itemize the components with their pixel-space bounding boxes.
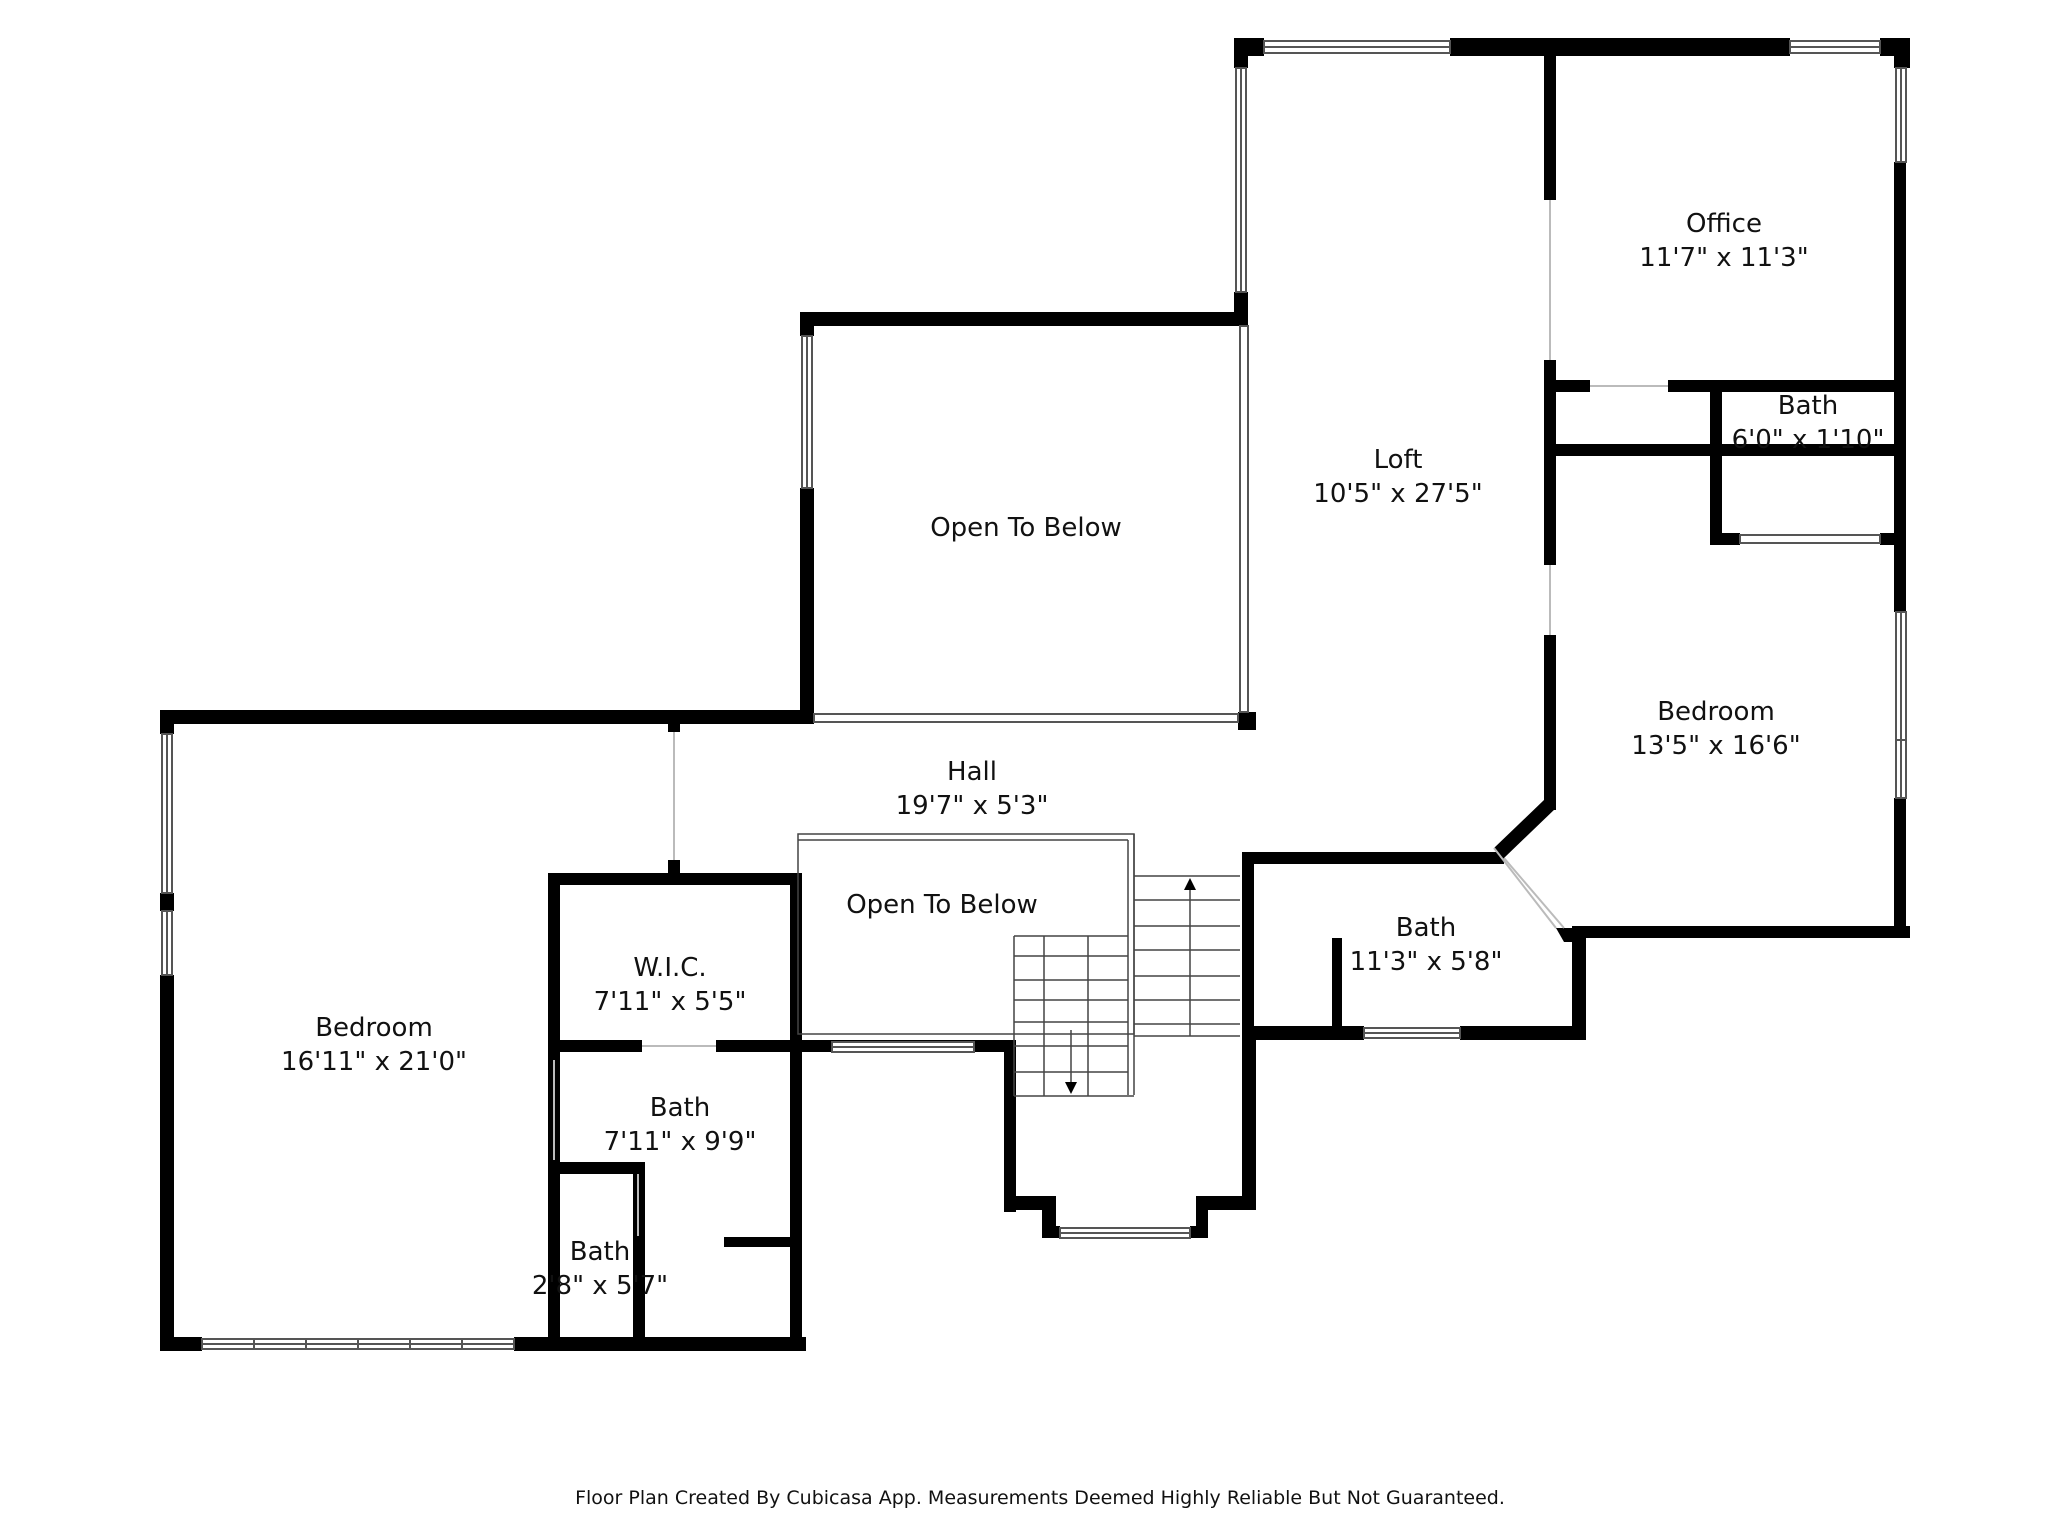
bath-small-name: Bath — [1778, 391, 1838, 421]
stair-arrows — [1065, 878, 1196, 1094]
loft-name: Loft — [1374, 445, 1423, 475]
wall — [548, 873, 798, 885]
window — [1739, 534, 1881, 544]
wall — [160, 975, 174, 1351]
doors — [553, 200, 1668, 1236]
wall — [1196, 1196, 1256, 1210]
wall — [1004, 1196, 1054, 1210]
walls — [160, 38, 1910, 1351]
wall — [1544, 50, 1556, 200]
window — [1239, 325, 1249, 713]
wall — [1450, 38, 1790, 56]
wall — [160, 893, 174, 911]
hall-name: Hall — [947, 757, 997, 787]
wall — [160, 1337, 202, 1351]
wall — [1004, 1040, 1016, 1212]
wall — [160, 710, 814, 724]
wall — [1550, 380, 1590, 392]
office-name: Office — [1686, 209, 1762, 239]
bath-right-dims: 11'3" x 5'8" — [1350, 947, 1503, 977]
bath-main-dims: 7'11" x 9'9" — [604, 1127, 757, 1157]
wall — [1460, 1026, 1586, 1040]
wall — [1710, 380, 1722, 545]
stair-arrow-up — [1184, 878, 1196, 890]
wall — [790, 873, 802, 1348]
open-to-below-stair-name: Open To Below — [846, 890, 1038, 920]
wall — [1550, 444, 1906, 456]
open-to-below-upper-name: Open To Below — [930, 513, 1122, 543]
wall — [1578, 926, 1910, 938]
wall — [1544, 635, 1556, 810]
wall — [514, 1337, 806, 1351]
wall — [1880, 533, 1906, 545]
stair-arrow-down — [1065, 1082, 1077, 1094]
wall — [1234, 38, 1248, 68]
wall — [1894, 38, 1910, 68]
wall — [724, 1237, 796, 1247]
wall — [800, 312, 1248, 326]
wall — [1242, 852, 1504, 864]
wall — [668, 710, 680, 732]
bedroom-left-dims: 16'11" x 21'0" — [281, 1047, 467, 1077]
wall — [554, 1040, 642, 1052]
wall — [800, 312, 814, 336]
wall — [554, 1162, 644, 1174]
wall — [1544, 360, 1556, 565]
bedroom-left-name: Bedroom — [315, 1013, 433, 1043]
wall — [1242, 852, 1254, 1048]
wall — [1042, 1226, 1060, 1238]
loft-dims: 10'5" x 27'5" — [1313, 479, 1482, 509]
wic-name: W.I.C. — [633, 953, 706, 983]
wall — [160, 710, 174, 734]
stairs — [797, 833, 1240, 1097]
wall — [1332, 938, 1342, 1038]
wall — [1494, 800, 1556, 858]
office-dims: 11'7" x 11'3" — [1639, 243, 1808, 273]
wall — [1242, 1026, 1256, 1210]
bath-small-dims: 6'0" x 1'10" — [1732, 425, 1885, 455]
wall — [1572, 926, 1586, 1038]
footer-disclaimer: Floor Plan Created By Cubicasa App. Meas… — [575, 1487, 1505, 1509]
bath-right-name: Bath — [1396, 913, 1456, 943]
wall — [1244, 1026, 1364, 1040]
hall-dims: 19'7" x 5'3" — [896, 791, 1049, 821]
wall — [1710, 533, 1740, 545]
stair-well — [797, 833, 1135, 1035]
bath-main-name: Bath — [650, 1093, 710, 1123]
wall — [1238, 712, 1256, 730]
wic-dims: 7'11" x 5'5" — [594, 987, 747, 1017]
windows — [161, 40, 1907, 1350]
bath-tiny-dims: 2'8" x 5'7" — [532, 1271, 668, 1301]
bath-tiny-name: Bath — [570, 1237, 630, 1267]
bedroom-right-dims: 13'5" x 16'6" — [1631, 731, 1800, 761]
wall — [1668, 380, 1906, 392]
wall — [800, 488, 814, 718]
wall — [1894, 798, 1906, 936]
bedroom-right-name: Bedroom — [1657, 697, 1775, 727]
window — [813, 713, 1239, 723]
wall — [633, 1162, 645, 1347]
labels: Office 11'7" x 11'3" Bath 6'0" x 1'10" L… — [281, 209, 1884, 1509]
